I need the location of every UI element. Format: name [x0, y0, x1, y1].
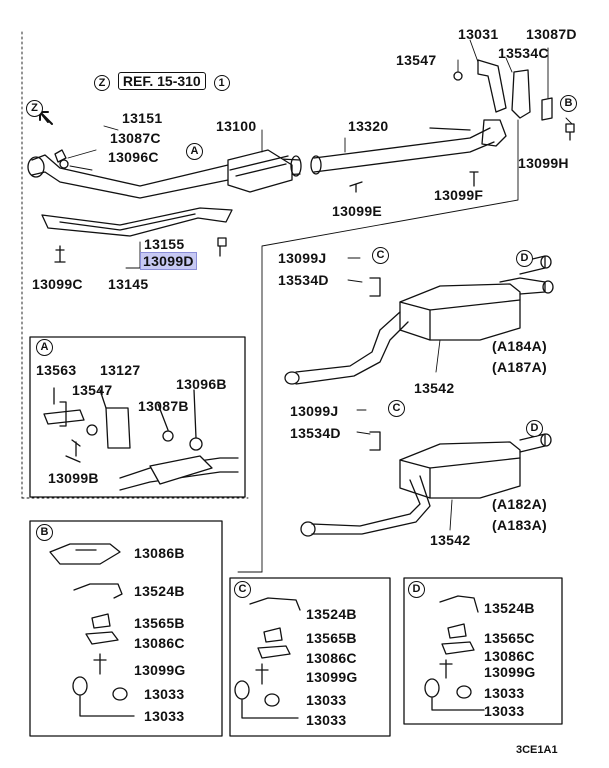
variant-A184A: (A184A): [492, 338, 548, 354]
reference-note: Z REF. 15-310 1: [90, 72, 230, 91]
inset-c-13033-a: 13033: [306, 692, 347, 708]
inset-d-13524B: 13524B: [484, 600, 535, 616]
inset-c-13565B: 13565B: [306, 630, 357, 646]
inset-frame-a: [29, 336, 246, 498]
part-13100: 13100: [216, 118, 257, 134]
fasteners: [54, 71, 575, 263]
variant-A187A: (A187A): [492, 359, 548, 375]
assembly-dash-lines: [21, 31, 249, 499]
part-13087D: 13087D: [526, 26, 577, 42]
inset-d-parts: [424, 595, 485, 711]
inset-b-13524B: 13524B: [134, 583, 185, 599]
variant-A183A: (A183A): [492, 517, 548, 533]
variant-A182A: (A182A): [492, 496, 548, 512]
part-13534C: 13534C: [498, 45, 549, 61]
inset-b-13565B: 13565B: [134, 615, 185, 631]
heat-shield-13145: [41, 207, 233, 237]
inset-d-13099G: 13099G: [484, 664, 536, 680]
part-13099E: 13099E: [332, 203, 383, 219]
part-13096C: 13096C: [108, 149, 159, 165]
part-13155: 13155: [144, 236, 185, 252]
inset-a-13547: 13547: [72, 382, 113, 398]
part-13542-2: 13542: [430, 532, 471, 548]
front-pipe-13100: [27, 149, 302, 199]
inset-b-13033-a: 13033: [144, 686, 185, 702]
part-13151: 13151: [122, 110, 163, 126]
inset-b-13033-b: 13033: [144, 708, 185, 724]
inset-a-13127: 13127: [100, 362, 141, 378]
part-13145: 13145: [108, 276, 149, 292]
figure-code: 3CE1A1: [516, 744, 558, 756]
part-13099F: 13099F: [434, 187, 484, 203]
inset-frame-d: [403, 577, 563, 725]
callout-b-main: B: [560, 95, 577, 112]
inset-c-13524B: 13524B: [306, 606, 357, 622]
callout-a-main: A: [186, 143, 203, 160]
inset-b-13086B: 13086B: [134, 545, 185, 561]
inset-a-13099B: 13099B: [48, 470, 99, 486]
inset-b-13086C: 13086C: [134, 635, 185, 651]
inset-frame-b: [29, 520, 223, 737]
part-13031: 13031: [458, 26, 499, 42]
part-13099H: 13099H: [518, 155, 569, 171]
part-13534D-1: 13534D: [278, 272, 329, 288]
ref-number-marker: 1: [213, 75, 230, 91]
ref-zone-marker: Z: [94, 75, 110, 91]
callout-d-main1: D: [516, 250, 533, 267]
inset-c-parts: [234, 597, 301, 719]
part-13542-1: 13542: [414, 380, 455, 396]
callout-c-main1: C: [372, 247, 389, 264]
hangers-13031-13534C: [477, 59, 553, 121]
direction-zone-marker: Z: [26, 100, 43, 117]
inset-d-13086C: 13086C: [484, 648, 535, 664]
ref-text: REF. 15-310: [117, 72, 206, 90]
callout-a-inset: A: [36, 339, 53, 356]
callout-d-inset: D: [408, 581, 425, 598]
muffler-a184a: [284, 255, 554, 385]
center-pipe-13320: [310, 119, 507, 175]
muffler-a182a: [300, 431, 552, 537]
part-13099D-highlighted: 13099D: [140, 252, 197, 270]
rear-section-bracket: [237, 119, 519, 573]
inset-a-parts: [43, 387, 239, 491]
callout-c-inset: C: [234, 581, 251, 598]
inset-d-13565C: 13565C: [484, 630, 535, 646]
inset-a-13087B: 13087B: [138, 398, 189, 414]
inset-d-13033-a: 13033: [484, 685, 525, 701]
leader-lines-rear: [347, 257, 453, 531]
part-13099J-1: 13099J: [278, 250, 327, 266]
inset-b-parts: [49, 543, 135, 717]
part-13547: 13547: [396, 52, 437, 68]
inset-b-13099G: 13099G: [134, 662, 186, 678]
callout-c-main2: C: [388, 400, 405, 417]
inset-a-13563: 13563: [36, 362, 77, 378]
inset-d-13033-b: 13033: [484, 703, 525, 719]
part-13320: 13320: [348, 118, 389, 134]
part-13099C: 13099C: [32, 276, 83, 292]
inset-c-13086C: 13086C: [306, 650, 357, 666]
inset-c-13099G: 13099G: [306, 669, 358, 685]
part-13099J-2: 13099J: [290, 403, 339, 419]
direction-arrow-shaft: [39, 111, 53, 125]
inset-a-13096B: 13096B: [176, 376, 227, 392]
callout-d-main2: D: [526, 420, 543, 437]
callout-b-inset: B: [36, 524, 53, 541]
inset-frame-c: [229, 577, 391, 737]
part-13534D-2: 13534D: [290, 425, 341, 441]
part-13087C: 13087C: [110, 130, 161, 146]
inset-c-13033-b: 13033: [306, 712, 347, 728]
